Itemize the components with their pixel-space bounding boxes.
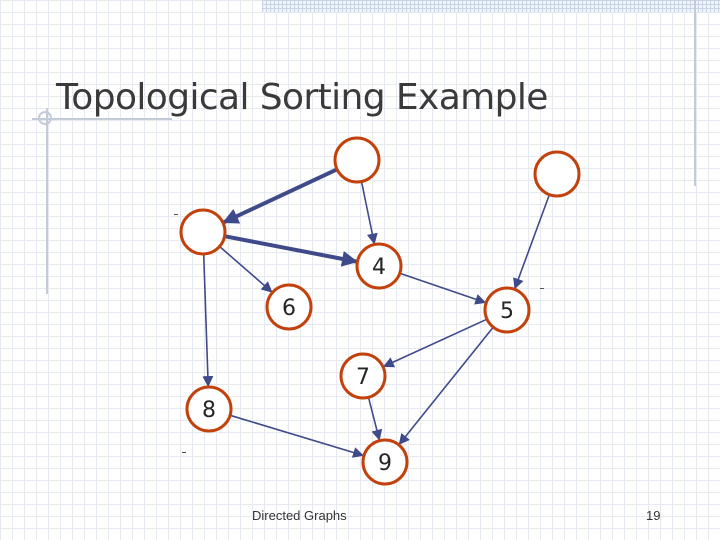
- right-rule: [694, 0, 696, 186]
- graph-node-n8: [185, 385, 233, 433]
- stray-tick-mark: [182, 452, 186, 453]
- edge-n1-to-n3: [221, 167, 340, 225]
- title-ring-ornament: [38, 111, 52, 125]
- edge-n5-to-n9: [398, 326, 495, 445]
- edge-n2-to-n5: [513, 193, 551, 290]
- page-number: 19: [646, 508, 661, 523]
- graph-node-n4: [355, 242, 403, 290]
- graph-node-label-n9: 9: [378, 451, 392, 476]
- graph-node-label-n6: 6: [282, 296, 296, 321]
- edge-n3-to-n6: [218, 245, 273, 293]
- graph-node-n2: [533, 150, 581, 198]
- left-rule-vertical: [46, 108, 48, 294]
- graph-node-n1: [333, 136, 381, 184]
- graph-node-label-n8: 8: [202, 398, 216, 423]
- stray-tick-mark: [174, 214, 178, 215]
- graph-node-label-n7: 7: [356, 365, 370, 390]
- footer-label: Directed Graphs: [252, 508, 347, 523]
- edge-n4-to-n5: [398, 272, 487, 305]
- left-rule-horizontal: [32, 118, 172, 120]
- header-pattern-band: [262, 0, 720, 12]
- graph-node-n6: [265, 283, 313, 331]
- graph-node-n5: [483, 286, 531, 334]
- slide-title: Topological Sorting Example: [56, 77, 548, 118]
- graph-node-n9: [361, 438, 409, 486]
- edge-n3-to-n4: [222, 234, 359, 267]
- edge-n7-to-n9: [367, 396, 383, 441]
- edge-n3-to-n8: [202, 253, 214, 388]
- graph-node-n3: [179, 208, 227, 256]
- edge-n1-to-n4: [360, 180, 378, 245]
- stray-tick-mark: [540, 288, 544, 289]
- graph-node-label-n4: 4: [372, 255, 386, 280]
- graph-node-n7: [339, 352, 387, 400]
- edge-n8-to-n9: [229, 414, 365, 458]
- graph-node-label-n5: 5: [500, 299, 514, 324]
- edge-n5-to-n7: [382, 318, 488, 368]
